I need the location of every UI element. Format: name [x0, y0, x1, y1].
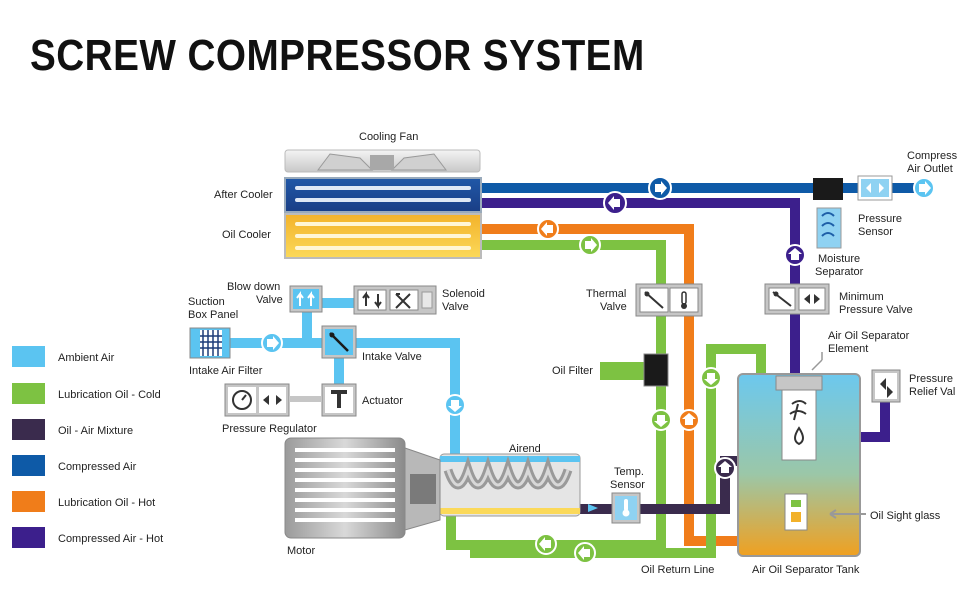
oil-cooler [284, 213, 482, 259]
compress-air-outlet-label-1: Compress [907, 150, 958, 162]
compressed-air-line [480, 183, 930, 193]
air-oil-separator-element-label-1: Air Oil Separator [828, 330, 910, 342]
intake-valve-label: Intake Valve [362, 351, 422, 363]
legend-label-ambient-air: Ambient Air [58, 352, 115, 364]
solenoid-valve-label-1: Solenoid [442, 288, 485, 300]
oil-cooler-label: Oil Cooler [222, 229, 271, 241]
legend-swatch-lub-oil-cold [12, 383, 45, 404]
solenoid-valve-label-2: Valve [442, 301, 469, 313]
thermal-valve-label-1: Thermal [586, 288, 626, 300]
legend-label-compressed-air: Compressed Air [58, 461, 137, 473]
pressure-regulator [224, 383, 322, 417]
blow-down-valve [289, 285, 323, 313]
thermal-valve-label-2: Valve [600, 301, 627, 313]
legend-swatch-compressed-air-hot [12, 527, 45, 548]
thermal-valve [635, 283, 703, 317]
actuator [321, 383, 357, 417]
air-oil-separator-tank-label: Air Oil Separator Tank [752, 564, 860, 576]
airend-label: Airend [509, 443, 541, 455]
legend-swatch-compressed-air [12, 455, 45, 476]
compress-air-outlet-label-2: Air Outlet [907, 163, 953, 175]
air-oil-separator-element-label-2: Element [828, 343, 868, 355]
air-oil-separator-tank [737, 373, 866, 557]
pressure-regulator-label: Pressure Regulator [222, 423, 317, 435]
page-title: SCREW COMPRESSOR SYSTEM [30, 31, 645, 80]
airend [439, 453, 581, 517]
intake-valve [321, 325, 357, 359]
legend-label-oil-air-mixture: Oil - Air Mixture [58, 425, 133, 437]
legend: Ambient Air Lubrication Oil - Cold Oil -… [12, 346, 163, 548]
intake-air-filter-label: Intake Air Filter [189, 365, 263, 377]
pressure-sensor-label-1: Pressure [858, 213, 902, 225]
moisture-separator [816, 207, 842, 249]
element-pointer [811, 352, 823, 371]
legend-label-lub-oil-cold: Lubrication Oil - Cold [58, 389, 161, 401]
moisture-separator-label-1: Moisture [818, 253, 860, 265]
outlet-valve-block [813, 175, 893, 201]
temp-sensor [588, 492, 641, 524]
legend-swatch-oil-air-mixture [12, 419, 45, 440]
cooling-fan [284, 149, 481, 173]
temp-sensor-label-1: Temp. [614, 466, 644, 478]
suction-box-panel-label-2: Box Panel [188, 309, 238, 321]
after-cooler-label: After Cooler [214, 189, 273, 201]
pressure-relief-valve [871, 369, 901, 403]
legend-swatch-ambient-air [12, 346, 45, 367]
minimum-pressure-valve-label-1: Minimum [839, 291, 884, 303]
oil-sight-glass-label: Oil Sight glass [870, 510, 941, 522]
cooling-fan-label: Cooling Fan [359, 131, 418, 143]
minimum-pressure-valve [764, 283, 830, 315]
legend-label-compressed-air-hot: Compressed Air - Hot [58, 533, 163, 545]
minimum-pressure-valve-label-2: Pressure Valve [839, 304, 913, 316]
pressure-relief-valve-label-1: Pressure [909, 373, 953, 385]
motor-label: Motor [287, 545, 315, 557]
motor [284, 437, 441, 539]
oil-filter [600, 353, 669, 387]
pressure-relief-valve-label-2: Relief Val [909, 386, 955, 398]
pressure-sensor-label-2: Sensor [858, 226, 893, 238]
intake-air-filter [189, 327, 231, 359]
flow-arrows [261, 176, 935, 564]
suction-box-panel-label-1: Suction [188, 296, 225, 308]
actuator-label: Actuator [362, 395, 403, 407]
legend-label-lub-oil-hot: Lubrication Oil - Hot [58, 497, 155, 509]
moisture-separator-label-2: Separator [815, 266, 864, 278]
oil-return-line-label: Oil Return Line [641, 564, 714, 576]
blow-down-valve-label-1: Blow down [227, 281, 280, 293]
blow-down-valve-label-2: Valve [256, 294, 283, 306]
after-cooler [284, 177, 482, 213]
oil-filter-label: Oil Filter [552, 365, 593, 377]
legend-swatch-lub-oil-hot [12, 491, 45, 512]
solenoid-valve [353, 285, 437, 315]
temp-sensor-label-2: Sensor [610, 479, 645, 491]
